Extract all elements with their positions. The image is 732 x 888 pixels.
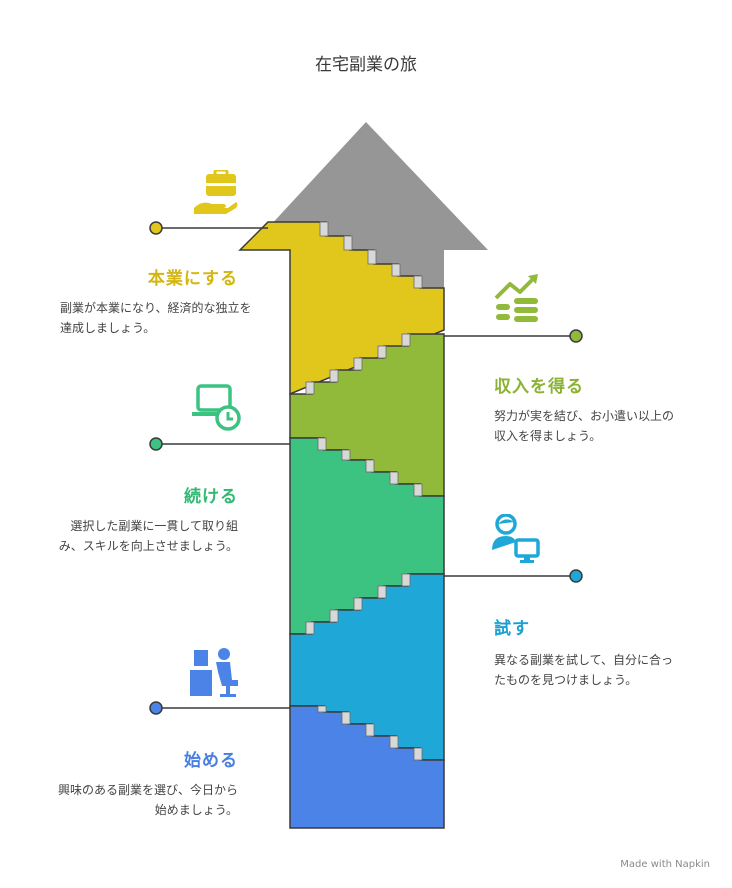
stage-heading-try: 試す [494, 619, 530, 639]
growth-coins-icon [494, 274, 538, 322]
stage-description-try: 異なる副業を試して、自分に合ったものを見つけましょう。 [494, 653, 674, 687]
person-monitor-icon [492, 514, 540, 563]
hand-briefcase-icon [194, 170, 238, 214]
stage-heading-start: 始める [184, 751, 238, 771]
stage-description-earn: 努力が実を結び、お小遣い以上の収入を得ましょう。 [494, 409, 675, 443]
laptop-clock-icon [192, 384, 241, 431]
stage-heading-earn: 収入を得る [494, 377, 584, 397]
stage-heading-continue: 続ける [184, 487, 238, 507]
watermark-text: Made with Napkin [620, 859, 710, 870]
stage-description-continue: 選択した副業に一貫して取り組み、スキルを向上させましょう。 [58, 519, 238, 553]
napkin-watermark: Made with Napkin [620, 859, 710, 870]
connector-dot-main-job [149, 221, 163, 235]
connector-dot-start [149, 701, 163, 715]
connector-dot-try [569, 569, 583, 583]
connector-dot-earn [569, 329, 583, 343]
connector-dot-continue [149, 437, 163, 451]
stage-description-main-job: 副業が本業になり、経済的な独立を達成しましょう。 [60, 301, 252, 335]
stage-heading-main-job: 本業にする [147, 269, 238, 289]
page-title: 在宅副業の旅 [315, 55, 417, 75]
stage-description-start: 興味のある副業を選び、今日から始めましょう。 [57, 783, 238, 817]
person-desk-icon [190, 648, 238, 697]
